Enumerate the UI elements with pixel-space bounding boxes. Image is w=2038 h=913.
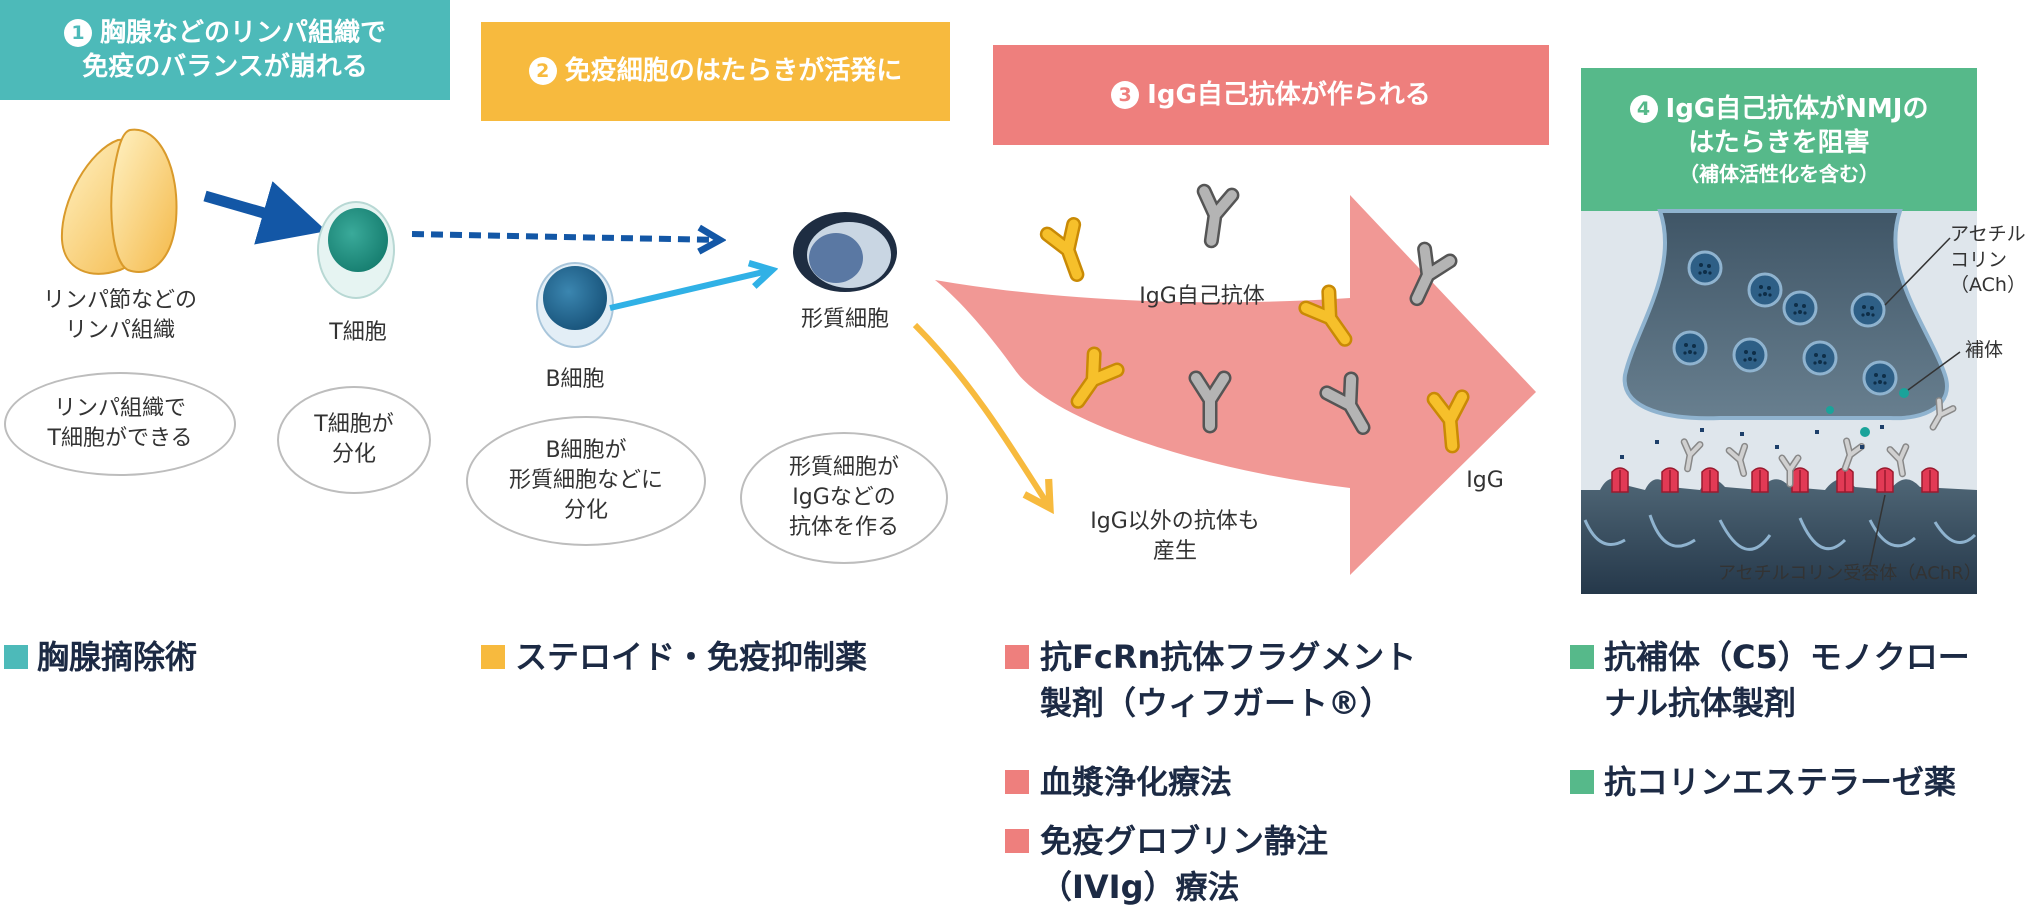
plasma-cell-illustration <box>793 212 897 292</box>
treatment-ivig-line2: （IVIg）療法 <box>1040 868 1240 907</box>
treatment-ivig-line1: 免疫グロブリン静注 <box>1040 822 1329 860</box>
note-tcell-differentiation: T細胞が分化 <box>277 386 431 494</box>
step-3-line1: IgG自己抗体が作られる <box>1147 79 1431 110</box>
treatment-plasmapheresis: 血漿浄化療法 <box>1040 763 1233 801</box>
treatment-c5-line1: 抗補体（C5）モノクロー <box>1604 638 1970 676</box>
treatment-fcrn: 抗FcRn抗体フラグメント 製剤（ウィフガート®） <box>1040 634 1416 727</box>
bcell-label: B細胞 <box>545 367 605 392</box>
lymph-label-line2: リンパ組織 <box>64 317 175 343</box>
treatment-c5-line2: ナル抗体製剤 <box>1604 684 1797 723</box>
treatment-bullet <box>1570 770 1594 794</box>
treatment-c5: 抗補体（C5）モノクロー ナル抗体製剤 <box>1604 634 1970 727</box>
other-antibody-label: IgG以外の抗体も 産生 <box>1065 507 1285 566</box>
plasma-label: 形質細胞 <box>800 307 889 332</box>
note-line: T細胞ができる <box>47 426 193 451</box>
tcell-illustration <box>317 201 395 299</box>
lymph-label-line1: リンパ節などの <box>42 288 197 313</box>
ach-label: アセチル コリン （ACh） <box>1950 222 2036 299</box>
treatment-fcrn-line2: 製剤（ウィフガート®） <box>1040 684 1393 723</box>
lymph-label: リンパ節などの リンパ組織 <box>30 286 210 345</box>
step-4-sub: （補体活性化を含む） <box>1679 161 1879 186</box>
treatment-bullet <box>1005 645 1029 669</box>
arrow-bcell-to-plasma <box>609 270 772 311</box>
nmj-illustration <box>1581 209 1977 594</box>
step-4-line1: IgG自己抗体がNMJの <box>1665 93 1929 124</box>
note-line: 形質細胞などに <box>508 468 663 494</box>
complement-label: 補体 <box>1965 339 2004 361</box>
big-igg-arrow <box>935 195 1536 575</box>
treatment-bullet <box>1570 645 1594 669</box>
bcell-illustration <box>536 262 614 348</box>
arrow-other-antibodies <box>912 322 1054 515</box>
step-4-line2: はたらきを阻害 <box>1688 128 1870 159</box>
igg-auto-label: IgG自己抗体 <box>1139 284 1265 309</box>
step-2-line1: 免疫細胞のはたらきが活発に <box>564 56 903 87</box>
achr-label: アセチルコリン受容体（AChR） <box>1718 563 1982 584</box>
note-line: 分化 <box>331 442 376 467</box>
other-antibody-line2: 産生 <box>1152 538 1197 564</box>
step-number: 3 <box>1111 80 1140 109</box>
ach-label-line2: コリン <box>1950 248 2008 271</box>
note-plasma-antibodies: 形質細胞が IgGなどの抗体を作る <box>740 432 948 564</box>
other-antibody-line1: IgG以外の抗体も <box>1090 509 1260 534</box>
treatment-bullet <box>1005 829 1029 853</box>
step-number: 4 <box>1629 94 1658 123</box>
note-bcell-differentiation: B細胞が形質細胞などに分化 <box>466 416 706 546</box>
treatment-fcrn-line1: 抗FcRn抗体フラグメント <box>1040 638 1417 676</box>
note-line: 抗体を作る <box>788 514 899 540</box>
treatment-bullet <box>4 645 28 669</box>
step-1-line1: 胸腺などのリンパ組織で <box>99 17 386 48</box>
step-number: 1 <box>63 18 92 47</box>
step-number: 2 <box>528 57 557 86</box>
treatment-anticholinesterase: 抗コリンエステラーゼ薬 <box>1604 763 1957 801</box>
igg-label: IgG <box>1466 468 1504 493</box>
ach-label-line3: （ACh） <box>1950 274 2026 297</box>
ach-label-line1: アセチル <box>1950 223 2026 245</box>
treatment-thymectomy: 胸腺摘除術 <box>37 638 198 676</box>
dashed-arrow-tcell-to-plasma <box>411 234 720 240</box>
note-lymph-tcell: リンパ組織で T細胞ができる <box>4 372 236 476</box>
note-line: IgGなどの <box>792 485 896 511</box>
step-1-line2: 免疫のバランスが崩れる <box>82 52 368 82</box>
treatment-steroids: ステロイド・免疫抑制薬 <box>515 638 868 676</box>
lymph-tissue-illustration <box>60 128 178 275</box>
note-line: リンパ組織で <box>53 396 186 422</box>
note-line: 分化 <box>563 497 608 523</box>
arrow-lymph-to-tcell <box>203 181 327 245</box>
note-line: B細胞が <box>545 438 627 464</box>
note-line: T細胞が <box>314 412 394 438</box>
treatment-bullet <box>1005 770 1029 794</box>
treatment-bullet <box>481 645 505 669</box>
tcell-label: T細胞 <box>329 320 387 345</box>
note-line: 形質細胞が <box>788 455 899 481</box>
treatment-ivig: 免疫グロブリン静注 （IVIg）療法 <box>1040 818 1328 911</box>
